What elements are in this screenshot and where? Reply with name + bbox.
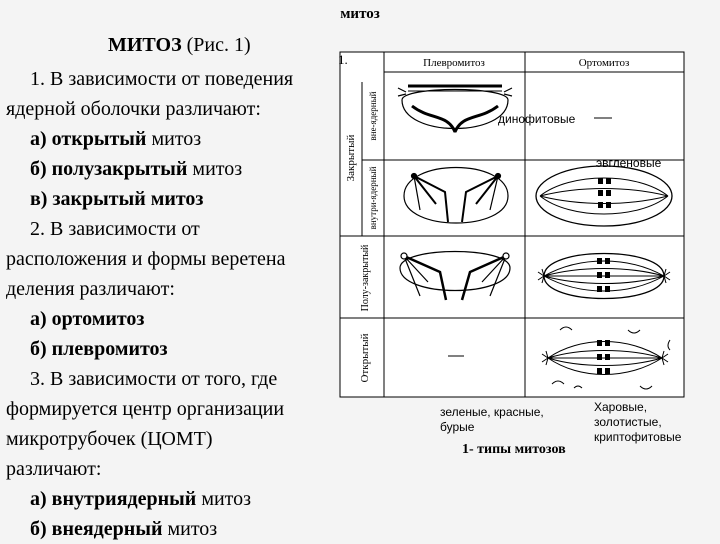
row-label-closed: Закрытый [345,135,357,182]
note-green: зеленые, красные, бурые [440,405,580,435]
note-eugl: эвгленовые [596,156,661,171]
row-label-open: Открытый [359,333,371,382]
row-label-closed-ext: вне-ядерный [368,91,378,140]
figure-number: 1. [338,52,348,68]
figure-caption: 1- типы митозов [462,442,566,458]
row-label-closed-int: внутри-ядерный [368,166,378,229]
row-label-semi: Полу-закрытый [360,244,371,311]
note-charo: Харовые, золотистые, криптофитовые [594,400,714,445]
note-dino: динофитовые [498,112,575,127]
col-header-pleuro: Плевромитоз [423,57,485,69]
col-header-ortho: Ортомитоз [579,57,630,69]
